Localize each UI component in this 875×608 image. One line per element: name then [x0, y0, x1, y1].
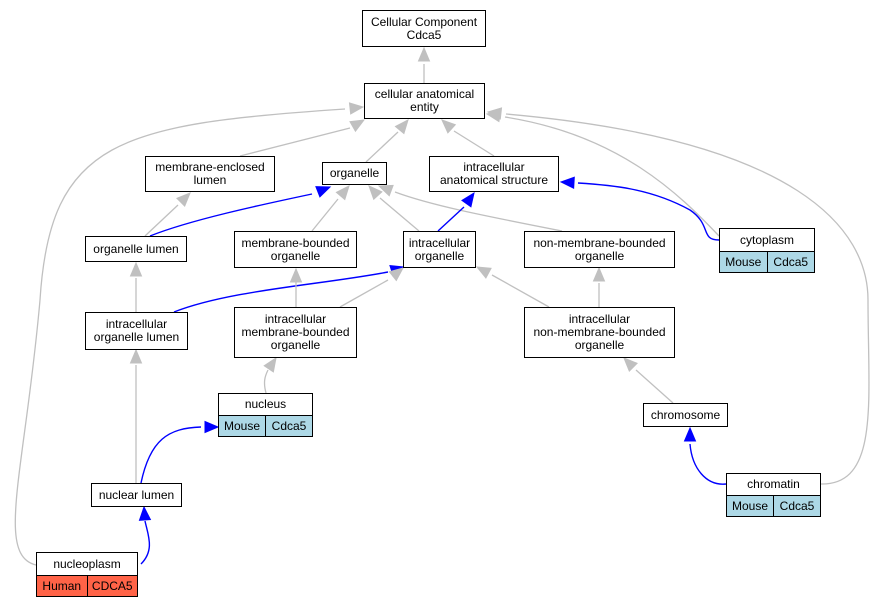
node-non-membrane-bounded-organelle[interactable]: non-membrane-bounded organelle [524, 231, 675, 268]
node-chromatin[interactable]: chromatin Mouse Cdca5 [726, 473, 821, 517]
node-label: chromatin [747, 477, 800, 491]
node-nucleus[interactable]: nucleus Mouse Cdca5 [218, 393, 313, 437]
edge-inmbo-to-io-arrowhead [475, 266, 492, 279]
edge-ol-to-mel-arrowhead [176, 192, 191, 207]
edge-ol-to-org-arrowhead [315, 186, 332, 198]
edge-chro-to-chr [689, 443, 727, 485]
edge-np-to-cae-arrowhead [348, 102, 365, 115]
edge-io-to-org-arrowhead [368, 185, 383, 201]
edge-nuc-to-imbo [263, 369, 269, 394]
edge-np-to-nl-arrowhead [138, 505, 152, 521]
node-intracellular-organelle[interactable]: intracellular organelle [403, 231, 476, 268]
species-tag: Mouse [219, 416, 265, 436]
edge-cyt-to-ias-arrowhead [559, 176, 575, 190]
gene-tag: CDCA5 [86, 576, 137, 596]
gene-tag: Cdca5 [773, 496, 820, 516]
edge-iol-to-io [173, 271, 389, 313]
edge-imbo-to-mbo-arrowhead [289, 267, 303, 283]
edge-imbo-to-io-arrowhead [388, 267, 405, 282]
node-chromosome[interactable]: chromosome [643, 403, 728, 427]
edge-ias-to-cae-arrowhead [441, 119, 457, 134]
node-cellular-anatomical-entity[interactable]: cellular anatomical entity [364, 83, 485, 119]
edge-chro-to-cae-arrowhead [486, 107, 503, 120]
edge-chro-to-cae [505, 113, 870, 485]
edge-np-to-nl [140, 520, 151, 565]
edge-ias-to-cae [453, 130, 495, 157]
edge-io-to-org [379, 197, 420, 232]
node-intracellular-anatomical-structure[interactable]: intracellular anatomical structure [429, 156, 559, 192]
edge-mel-to-cae [239, 127, 351, 157]
node-label: intracellular membrane-bounded organelle [241, 312, 350, 352]
node-label: organelle lumen [93, 241, 179, 256]
edge-iol-to-ol-arrowhead [129, 261, 143, 277]
edge-nl-to-nuc [140, 426, 202, 484]
gene-tag: Cdca5 [265, 416, 312, 436]
node-intracellular-organelle-lumen[interactable]: intracellular organelle lumen [85, 312, 188, 350]
node-label: nucleoplasm [53, 556, 121, 571]
edge-ol-to-org [149, 193, 313, 237]
edge-chr-to-inmbo-arrowhead [623, 357, 638, 372]
node-intracellular-non-membrane-bounded-organelle[interactable]: intracellular non-membrane-bounded organ… [524, 307, 675, 358]
node-label: intracellular organelle lumen [93, 317, 180, 344]
node-label: intracellular organelle [408, 235, 471, 263]
node-nuclear-lumen[interactable]: nuclear lumen [91, 483, 182, 507]
annotation-tags: Mouse Cdca5 [219, 415, 312, 436]
edge-io-to-ias-arrowhead [461, 191, 475, 208]
edge-chro-to-chr-arrowhead [683, 426, 697, 442]
node-cellular-component[interactable]: Cellular Component Cdca5 [362, 10, 486, 47]
node-label: cytoplasm [739, 232, 795, 247]
edge-chr-to-inmbo [635, 369, 674, 404]
species-tag: Human [37, 576, 87, 596]
node-membrane-enclosed-lumen[interactable]: membrane-enclosed lumen [145, 156, 275, 192]
edge-nl-to-iol-arrowhead [129, 348, 143, 364]
annotation-tags: Mouse Cdca5 [727, 495, 820, 516]
edge-inmbo-to-io [491, 274, 550, 308]
species-tag: Mouse [727, 496, 773, 516]
edge-cae-to-root-arrowhead [417, 46, 431, 62]
node-label: membrane-enclosed lumen [155, 160, 265, 187]
edge-org-to-cae [365, 131, 399, 163]
node-label: chromosome [650, 407, 721, 422]
node-organelle[interactable]: organelle [322, 162, 387, 185]
node-label: non-membrane-bounded organelle [533, 235, 666, 263]
node-label: cellular anatomical entity [374, 87, 475, 114]
edge-inmbo-to-nmbo-arrowhead [592, 266, 606, 282]
edge-nuc-to-imbo-arrowhead [263, 356, 277, 373]
annotation-tags: Mouse Cdca5 [720, 251, 814, 272]
edge-nl-to-nuc-arrowhead [204, 420, 220, 434]
node-nucleoplasm[interactable]: nucleoplasm Human CDCA5 [36, 552, 138, 597]
edge-imbo-to-io [339, 279, 389, 308]
edge-io-to-ias [437, 206, 465, 232]
edge-cyt-to-ias [577, 182, 720, 241]
edge-mel-to-cae-arrowhead [349, 119, 366, 133]
node-membrane-bounded-organelle[interactable]: membrane-bounded organelle [234, 231, 357, 268]
node-label: nuclear lumen [98, 487, 175, 502]
edge-ol-to-mel [144, 204, 179, 237]
edge-np-to-cae [14, 108, 346, 566]
species-tag: Mouse [720, 252, 767, 272]
edge-cyt-to-cae [504, 116, 720, 237]
node-label: organelle [329, 166, 380, 180]
edge-mbo-to-org [311, 198, 339, 232]
node-cytoplasm[interactable]: cytoplasm Mouse Cdca5 [719, 228, 815, 273]
node-label: intracellular non-membrane-bounded organ… [533, 312, 666, 352]
edge-nmbo-to-org-arrowhead [377, 184, 394, 197]
edge-org-to-cae-arrowhead [394, 119, 409, 135]
edge-mbo-to-org-arrowhead [335, 185, 350, 201]
node-intracellular-membrane-bounded-organelle[interactable]: intracellular membrane-bounded organelle [234, 307, 357, 358]
node-label: nucleus [244, 397, 287, 411]
node-label: membrane-bounded organelle [241, 235, 350, 263]
node-organelle-lumen[interactable]: organelle lumen [85, 236, 187, 262]
node-label: Cellular Component Cdca5 [370, 14, 478, 42]
node-label: intracellular anatomical structure [439, 160, 549, 187]
annotation-tags: Human CDCA5 [37, 575, 137, 596]
edge-nmbo-to-org [394, 191, 563, 232]
gene-tag: Cdca5 [766, 252, 814, 272]
